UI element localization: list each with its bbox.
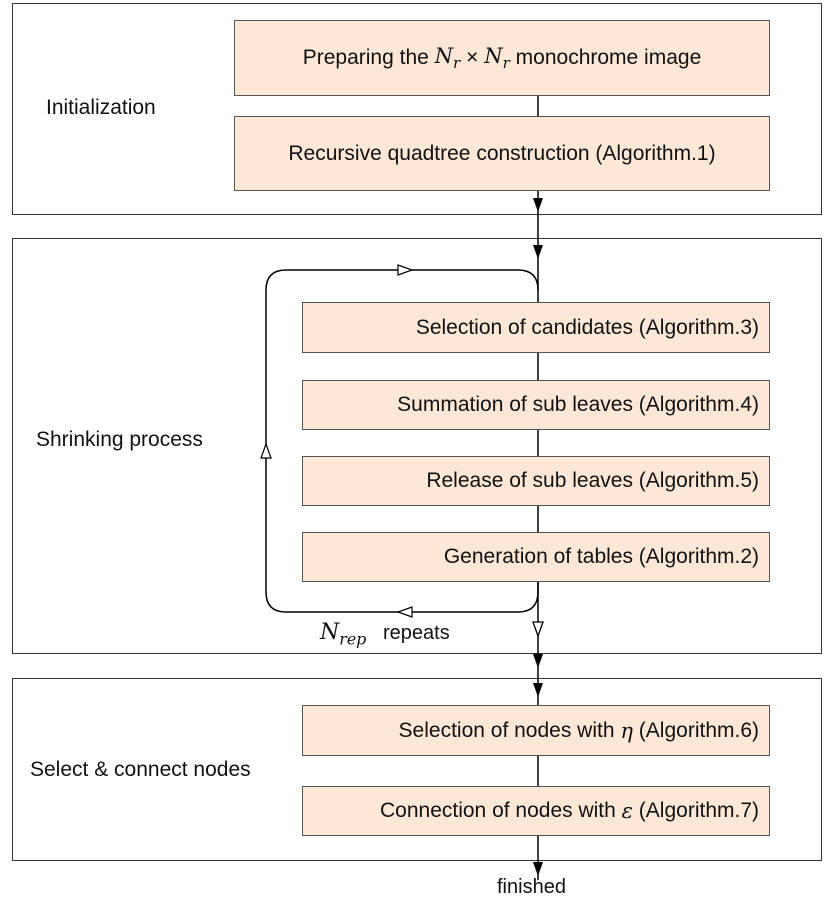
prepare-times: × — [466, 46, 479, 69]
arrow-into-shrinking-head-1 — [533, 198, 543, 212]
loop-repeats-label: Nrep repeats — [320, 620, 450, 648]
epsilon-symbol: ε — [621, 799, 633, 823]
select-connect-label: Select & connect nodes — [30, 758, 251, 781]
loop-repeats-text: repeats — [383, 622, 450, 644]
loop-math-nrep: Nrep — [320, 620, 367, 649]
step-quadtree-construction: Recursive quadtree construction (Algorit… — [234, 116, 770, 191]
loop-back-path — [265, 269, 539, 613]
loop-arrow-left — [260, 442, 272, 459]
candidates-text: Selection of candidates (Algorithm.3) — [415, 315, 759, 339]
prepare-math-nr-b: Nr — [484, 43, 510, 73]
quadtree-text: Recursive quadtree construction (Algorit… — [288, 141, 716, 165]
prepare-math-nr-a: Nr — [434, 43, 461, 73]
step-summation-sub-leaves: Summation of sub leaves (Algorithm.4) — [302, 380, 770, 430]
step-connection-nodes: Connection of nodes with ε (Algorithm.7) — [302, 786, 770, 836]
connect-nodes-post: (Algorithm.7) — [638, 799, 759, 822]
summation-text: Summation of sub leaves (Algorithm.4) — [397, 393, 759, 416]
step-release-sub-leaves: Release of sub leaves (Algorithm.5) — [302, 456, 770, 506]
shrinking-section — [12, 238, 822, 654]
tables-text: Generation of tables (Algorithm.2) — [443, 545, 759, 568]
finished-label: finished — [497, 876, 566, 898]
arrow-into-select-head-1 — [533, 654, 543, 668]
shrinking-label: Shrinking process — [36, 428, 203, 451]
connect-nodes-pre: Connection of nodes with — [380, 799, 616, 822]
open-arrow-exit — [532, 621, 544, 638]
eta-symbol: η — [620, 718, 633, 743]
select-connect-section — [12, 678, 822, 861]
initialization-label: Initialization — [46, 96, 156, 119]
initialization-section — [12, 3, 822, 215]
step-selection-candidates: Selection of candidates (Algorithm.3) — [302, 302, 770, 353]
arrow-finished-head — [533, 862, 543, 876]
loop-arrow-top — [397, 264, 414, 276]
loop-arrow-bottom — [396, 606, 413, 618]
select-nodes-post: (Algorithm.6) — [638, 718, 759, 742]
prepare-post: monochrome image — [515, 46, 702, 69]
step-selection-nodes: Selection of nodes with η (Algorithm.6) — [302, 705, 770, 756]
step-prepare-image: Preparing the Nr × Nr monochrome image — [234, 20, 770, 96]
select-nodes-pre: Selection of nodes with — [398, 718, 615, 742]
step-generation-tables: Generation of tables (Algorithm.2) — [302, 532, 770, 582]
prepare-pre: Preparing the — [302, 46, 429, 69]
arrow-into-select-head-2 — [533, 683, 543, 697]
release-text: Release of sub leaves (Algorithm.5) — [426, 469, 759, 492]
